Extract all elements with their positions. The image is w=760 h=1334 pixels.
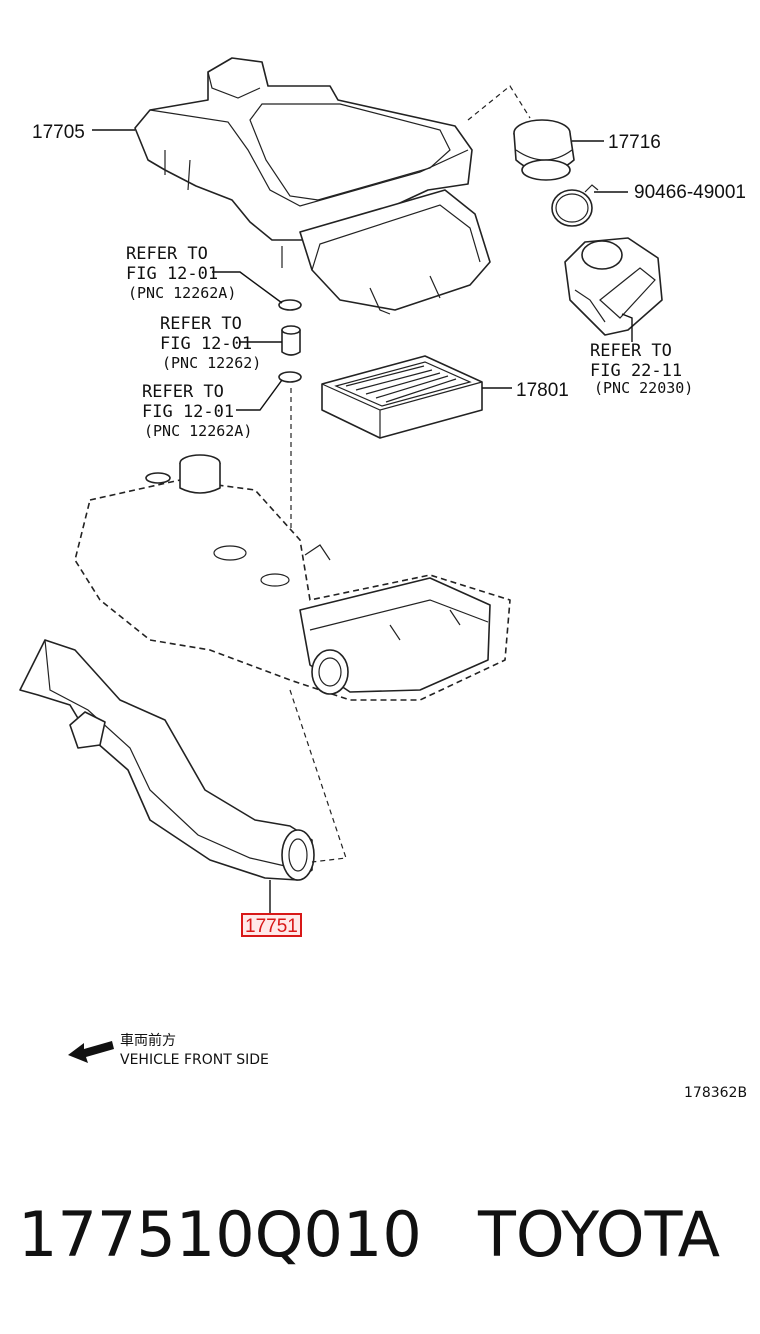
svg-text:(PNC 12262): (PNC 12262) <box>162 354 261 372</box>
callout-17705[interactable]: 17705 <box>32 122 85 143</box>
cap-hose-dash <box>467 85 531 121</box>
highlight-box <box>241 913 302 937</box>
vehicle-front-indicator: 車両前方 VEHICLE FRONT SIDE <box>68 1032 269 1068</box>
svg-text:FIG 22-11: FIG 22-11 <box>590 361 682 381</box>
leader-refer-1 <box>212 271 283 304</box>
inlet-case-dash <box>289 689 347 863</box>
clamp-part[interactable] <box>551 184 599 227</box>
refer-label-2[interactable]: REFER TO FIG 12-01 (PNC 12262) <box>160 314 261 372</box>
refer-label-4[interactable]: REFER TO FIG 22-11 (PNC 22030) <box>590 341 693 397</box>
callout-17716[interactable]: 17716 <box>608 132 661 153</box>
refer-label-1[interactable]: REFER TO FIG 12-01 (PNC 12262A) <box>126 244 236 302</box>
air-inlet-part[interactable] <box>19 639 315 881</box>
svg-text:FIG 12-01: FIG 12-01 <box>160 334 252 354</box>
figure-code: 178362B <box>684 1085 747 1101</box>
air-cleaner-case-part[interactable] <box>74 454 511 701</box>
svg-text:FIG 12-01: FIG 12-01 <box>126 264 218 284</box>
front-arrow-icon <box>68 1041 114 1063</box>
front-label-japanese: 車両前方 <box>120 1032 176 1049</box>
callout-90466-49001[interactable]: 90466-49001 <box>634 182 746 203</box>
front-label-english: VEHICLE FRONT SIDE <box>120 1052 269 1068</box>
footer-part-number: 177510Q010 <box>18 1198 422 1271</box>
grommet-lower[interactable] <box>278 371 302 383</box>
hose-part[interactable] <box>513 119 575 181</box>
grommet-sleeve[interactable] <box>281 325 301 356</box>
air-filter-element-part[interactable] <box>321 355 483 439</box>
svg-text:REFER TO: REFER TO <box>126 244 208 264</box>
throttle-body-part[interactable] <box>564 237 663 336</box>
svg-text:(PNC 22030): (PNC 22030) <box>594 379 693 397</box>
svg-text:REFER TO: REFER TO <box>160 314 242 334</box>
refer-label-3[interactable]: REFER TO FIG 12-01 (PNC 12262A) <box>142 382 252 440</box>
svg-text:REFER TO: REFER TO <box>142 382 224 402</box>
callout-17801[interactable]: 17801 <box>516 380 569 401</box>
leader-refer-3 <box>236 379 283 411</box>
svg-text:FIG 12-01: FIG 12-01 <box>142 402 234 422</box>
leader-refer-4 <box>621 313 633 342</box>
svg-text:(PNC 12262A): (PNC 12262A) <box>128 284 236 302</box>
callout-17751[interactable]: 17751 <box>245 916 298 937</box>
svg-text:(PNC 12262A): (PNC 12262A) <box>144 422 252 440</box>
air-cleaner-cap-part[interactable] <box>134 57 491 315</box>
svg-text:REFER TO: REFER TO <box>590 341 672 361</box>
footer-brand: TOYOTA <box>477 1198 720 1271</box>
grommet-upper[interactable] <box>278 299 302 311</box>
